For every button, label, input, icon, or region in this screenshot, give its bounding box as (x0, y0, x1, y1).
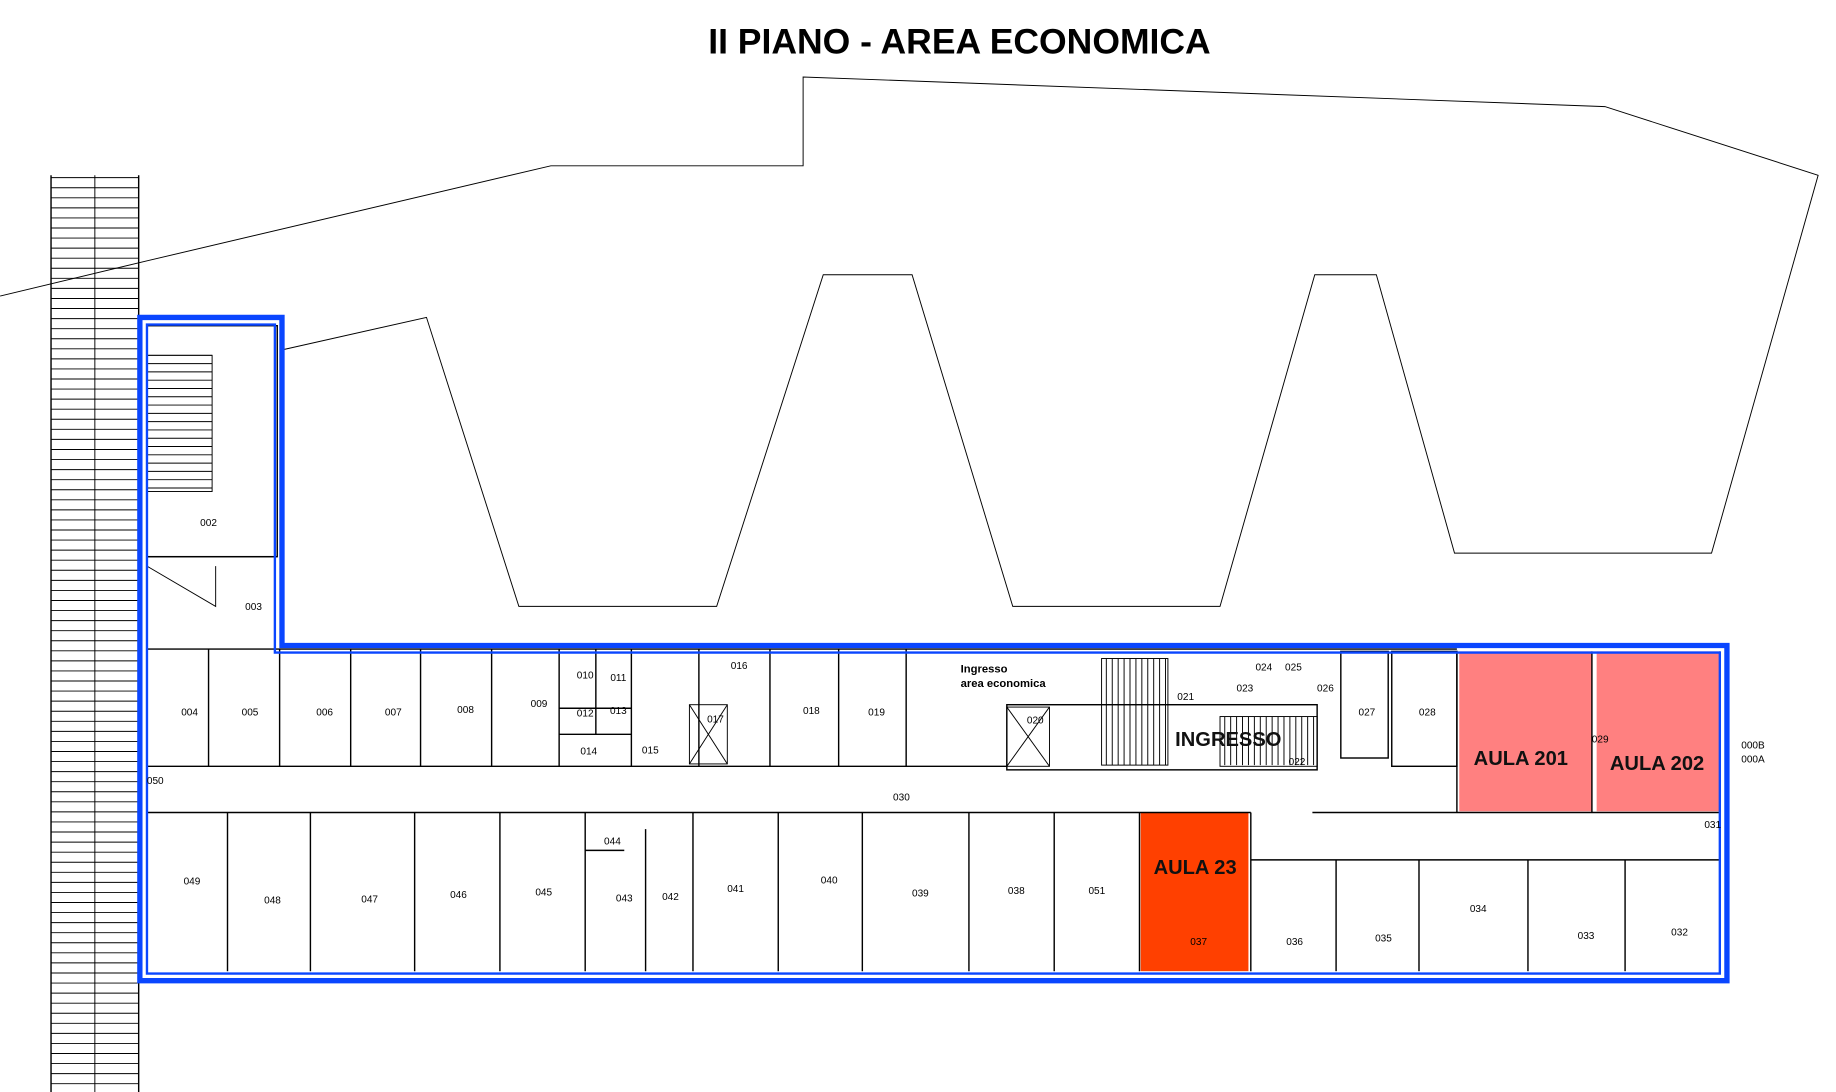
room-008[interactable]: 008 (457, 705, 474, 716)
room-021[interactable]: 021 (1177, 692, 1194, 703)
room-015[interactable]: 015 (642, 745, 659, 756)
room-018[interactable]: 018 (803, 706, 820, 717)
room-032[interactable]: 032 (1671, 928, 1688, 939)
room-025[interactable]: 025 (1285, 662, 1302, 673)
room-037[interactable]: 037 (1190, 937, 1207, 948)
room-020[interactable]: 020 (1027, 716, 1044, 727)
room-003[interactable]: 003 (245, 602, 262, 613)
room-031[interactable]: 031 (1704, 820, 1721, 831)
room-002[interactable]: 002 (200, 518, 217, 529)
room-034[interactable]: 034 (1470, 904, 1487, 915)
room-029[interactable]: 029 (1592, 735, 1609, 746)
room-014[interactable]: 014 (580, 746, 597, 757)
page-title: II PIANO - AREA ECONOMICA (708, 21, 1211, 61)
room-013[interactable]: 013 (610, 706, 627, 717)
area-boundary (137, 314, 1730, 984)
aula-23-label[interactable]: AULA 23 (1154, 857, 1237, 879)
aula-201-room[interactable] (1459, 651, 1592, 812)
room-046[interactable]: 046 (450, 890, 467, 901)
area-boundary-inner (145, 323, 1722, 975)
room-030[interactable]: 030 (893, 793, 910, 804)
aula-202-room[interactable] (1596, 651, 1720, 812)
room-027[interactable]: 027 (1358, 707, 1375, 718)
room-009[interactable]: 009 (531, 699, 548, 710)
entrance-label-line1: Ingresso (961, 664, 1008, 676)
room-045[interactable]: 045 (535, 887, 552, 898)
room-035[interactable]: 035 (1375, 934, 1392, 945)
room-007[interactable]: 007 (385, 707, 402, 718)
room-019[interactable]: 019 (868, 707, 885, 718)
room-041[interactable]: 041 (727, 884, 744, 895)
room-044[interactable]: 044 (604, 836, 621, 847)
room-labels: 002 003 004 005 006 007 008 009 010 011 … (147, 518, 1765, 948)
room-038[interactable]: 038 (1008, 886, 1025, 897)
room-026[interactable]: 026 (1317, 684, 1334, 695)
room-011[interactable]: 011 (610, 673, 626, 684)
room-024[interactable]: 024 (1255, 662, 1272, 673)
room-000b[interactable]: 000B (1741, 741, 1765, 752)
room-040[interactable]: 040 (821, 876, 838, 887)
external-staircase (50, 175, 140, 1092)
room-051[interactable]: 051 (1088, 886, 1105, 897)
room-000a[interactable]: 000A (1741, 755, 1765, 766)
room-039[interactable]: 039 (912, 889, 929, 900)
aula-23-room[interactable] (1140, 812, 1249, 972)
room-050[interactable]: 050 (147, 776, 164, 787)
aula-201-label[interactable]: AULA 201 (1474, 748, 1568, 770)
aula-202-label[interactable]: AULA 202 (1610, 753, 1704, 775)
room-047[interactable]: 047 (361, 894, 378, 905)
building-outline (0, 76, 1819, 607)
room-042[interactable]: 042 (662, 892, 679, 903)
room-010[interactable]: 010 (577, 671, 594, 682)
room-036[interactable]: 036 (1286, 937, 1303, 948)
room-049[interactable]: 049 (184, 877, 201, 888)
room-033[interactable]: 033 (1578, 931, 1595, 942)
room-006[interactable]: 006 (316, 707, 333, 718)
room-048[interactable]: 048 (264, 896, 281, 907)
room-016[interactable]: 016 (731, 661, 748, 672)
ingresso-label: INGRESSO (1175, 729, 1281, 751)
room-022[interactable]: 022 (1289, 757, 1306, 768)
entrance-label-line2: area economica (961, 678, 1047, 690)
room-023[interactable]: 023 (1237, 684, 1254, 695)
room-017[interactable]: 017 (707, 714, 724, 725)
room-004[interactable]: 004 (181, 707, 198, 718)
room-walls (146, 324, 1721, 972)
room-043[interactable]: 043 (616, 893, 633, 904)
room-005[interactable]: 005 (242, 707, 259, 718)
room-012[interactable]: 012 (577, 709, 594, 720)
room-028[interactable]: 028 (1419, 707, 1436, 718)
